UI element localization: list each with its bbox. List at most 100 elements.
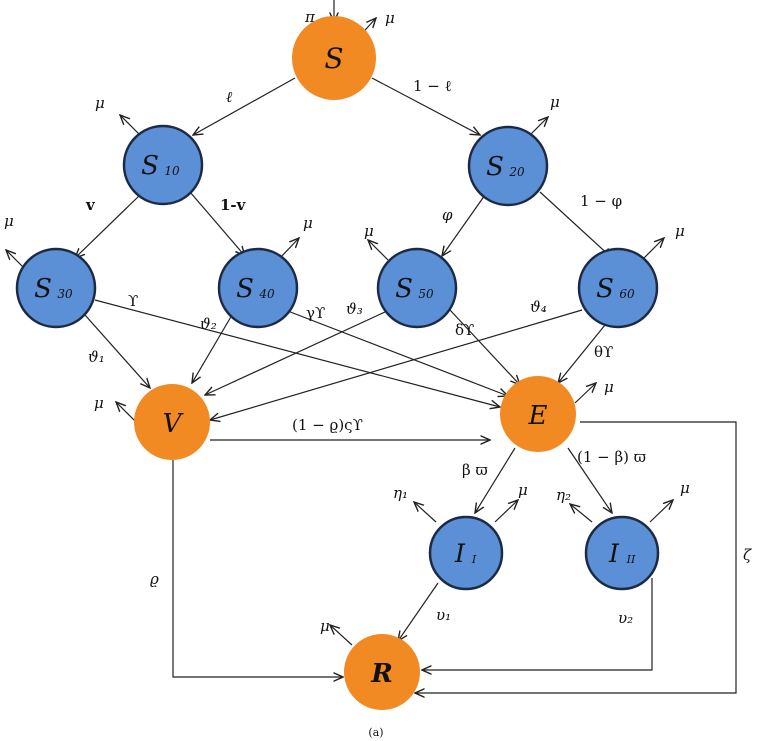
label-delta-upsilon: δϒ bbox=[455, 321, 474, 339]
edge-E-R bbox=[415, 421, 737, 693]
label-mu-S40: μ bbox=[303, 214, 313, 232]
edge-mu-I2 bbox=[649, 500, 673, 523]
edge-eta1-I1 bbox=[414, 502, 437, 523]
edge-mu-S60 bbox=[643, 238, 664, 259]
edges bbox=[6, 0, 737, 693]
node-S: S bbox=[292, 16, 376, 100]
edge-mu-E bbox=[574, 383, 596, 404]
label-theta1: ϑ₁ bbox=[88, 348, 105, 366]
node-S40-sub: 40 bbox=[258, 287, 275, 301]
label-gamma-upsilon: γϒ bbox=[306, 304, 325, 322]
label-one-minus-ell: 1 − ℓ bbox=[413, 77, 452, 95]
label-one-minus-beta-omega: (1 − β) ϖ bbox=[577, 448, 646, 466]
edge-I2-R bbox=[422, 578, 653, 670]
node-E-label: E bbox=[528, 401, 548, 431]
label-eta2: η₂ bbox=[556, 486, 571, 504]
label-upsilon2: υ₂ bbox=[618, 609, 633, 627]
edge-mu-S40 bbox=[279, 238, 299, 259]
label-eta1: η₁ bbox=[393, 484, 408, 502]
node-I1-label: I bbox=[454, 539, 466, 568]
edge-S-S20 bbox=[371, 77, 480, 135]
node-I2-label: I bbox=[608, 539, 620, 568]
edge-S20-S50 bbox=[442, 194, 486, 256]
edge-mu-I1 bbox=[494, 500, 518, 523]
label-one-minus-v: 1-v bbox=[220, 196, 247, 214]
label-one-minus-phi: 1 − φ bbox=[580, 192, 622, 210]
node-S60: S 60 bbox=[577, 247, 659, 329]
node-S10: S 10 bbox=[122, 124, 204, 206]
node-R: R bbox=[344, 634, 420, 710]
node-S50-sub: 50 bbox=[418, 287, 434, 301]
node-E: E bbox=[500, 376, 576, 452]
edge-S20-S60 bbox=[539, 191, 612, 258]
node-S60-label: S bbox=[596, 274, 614, 304]
node-S40-label: S bbox=[236, 274, 254, 304]
edge-S60-V bbox=[210, 309, 583, 420]
edge-S40-E bbox=[279, 307, 508, 396]
label-mu-S50: μ bbox=[364, 222, 374, 240]
label-zeta: ζ bbox=[743, 546, 752, 564]
label-mu-V: μ bbox=[94, 394, 104, 412]
label-theta3: ϑ₃ bbox=[346, 300, 363, 318]
label-ell: ℓ bbox=[226, 88, 232, 106]
node-V: V bbox=[134, 384, 210, 460]
node-V-label: V bbox=[163, 409, 184, 439]
label-theta4: ϑ₄ bbox=[530, 298, 547, 316]
label-beta-omega: β ϖ bbox=[462, 461, 488, 479]
label-upsilon: ϒ bbox=[128, 292, 138, 310]
node-S20: S 20 bbox=[467, 125, 549, 207]
label-mu-S20: μ bbox=[550, 93, 560, 111]
label-mu-E: μ bbox=[604, 378, 614, 396]
label-rho: ϱ bbox=[150, 570, 159, 588]
edge-S30-E bbox=[94, 299, 500, 407]
figure-caption: (a) bbox=[368, 726, 383, 739]
node-R-label: R bbox=[370, 659, 393, 689]
label-phi: φ bbox=[442, 206, 453, 224]
edge-S30-V bbox=[84, 314, 150, 388]
edge-S50-V bbox=[205, 311, 386, 395]
node-I1: I I bbox=[428, 515, 504, 591]
edge-mu-S50 bbox=[368, 240, 389, 261]
edge-E-I1 bbox=[475, 447, 516, 513]
edge-mu-S10 bbox=[120, 115, 141, 136]
label-theta2: ϑ₂ bbox=[200, 315, 217, 333]
edge-S10-S40 bbox=[189, 191, 245, 256]
node-I2-sub: II bbox=[626, 553, 636, 566]
label-theta-upsilon: θϒ bbox=[594, 343, 613, 361]
node-S30-sub: 30 bbox=[57, 287, 73, 301]
label-mu-S30: μ bbox=[4, 212, 14, 230]
node-S50-label: S bbox=[395, 274, 413, 304]
edge-S60-E bbox=[558, 324, 606, 383]
edge-labels: π μ ℓ 1 − ℓ μ μ v 1-v φ 1 − φ μ μ μ μ ϒ … bbox=[4, 8, 752, 635]
node-S30-label: S bbox=[34, 274, 52, 304]
label-mu-S60: μ bbox=[675, 222, 685, 240]
edge-mu-S30 bbox=[6, 250, 25, 269]
edge-mu-V bbox=[116, 402, 137, 423]
edge-S40-V bbox=[192, 314, 233, 383]
label-mu-R: μ bbox=[320, 617, 330, 635]
label-v: v bbox=[85, 196, 96, 214]
node-S30: S 30 bbox=[15, 247, 97, 329]
node-S-label: S bbox=[324, 42, 343, 75]
node-S60-sub: 60 bbox=[619, 287, 635, 301]
node-I1-sub: I bbox=[471, 553, 477, 566]
label-upsilon1: υ₁ bbox=[436, 606, 451, 624]
edge-mu-R bbox=[330, 625, 353, 646]
label-mu-S10: μ bbox=[95, 94, 105, 112]
edge-V-R bbox=[172, 460, 343, 677]
edge-I1-R bbox=[398, 582, 439, 641]
edge-eta2-I2 bbox=[570, 504, 593, 523]
label-mu-I2: μ bbox=[680, 479, 690, 497]
node-S10-sub: 10 bbox=[164, 164, 180, 178]
label-v-to-e: (1 − ϱ)ςϒ bbox=[292, 416, 363, 434]
label-pi: π bbox=[304, 8, 316, 26]
edge-S10-S30 bbox=[75, 194, 141, 258]
node-S10-label: S bbox=[141, 151, 159, 181]
nodes: S S 10 S 20 S 30 S 40 S 50 bbox=[15, 16, 660, 710]
node-I2: I II bbox=[584, 515, 660, 591]
node-S20-label: S bbox=[486, 152, 504, 182]
edge-E-I2 bbox=[567, 447, 612, 513]
label-mu-S: μ bbox=[385, 9, 395, 27]
edge-S-S10 bbox=[193, 77, 296, 135]
